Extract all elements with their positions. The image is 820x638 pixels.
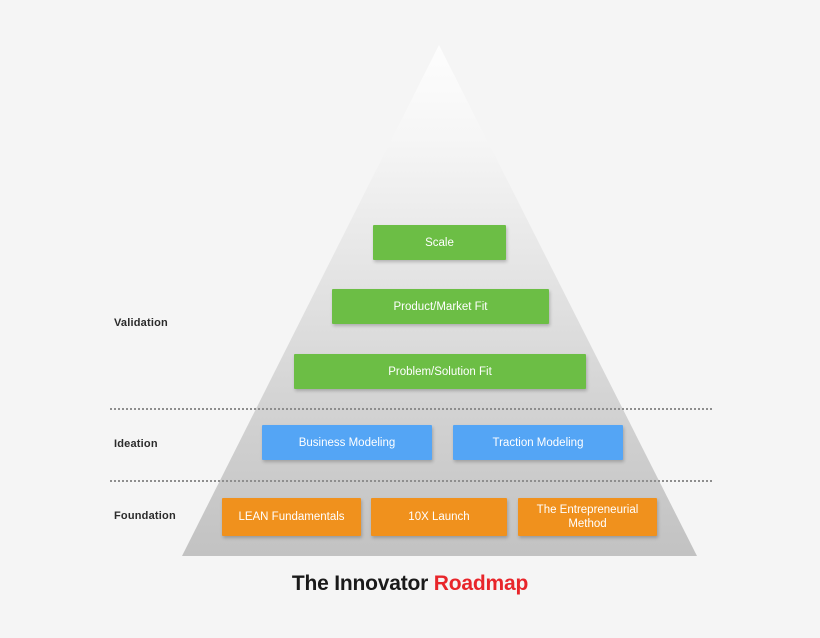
step-box-problem-solution-fit[interactable]: Problem/Solution Fit (294, 354, 586, 389)
diagram-title-accent: Roadmap (433, 572, 529, 595)
diagram-title-main: The Innovator (291, 572, 434, 595)
tier-divider-validation-ideation (110, 408, 712, 410)
tier-label-validation: Validation (114, 317, 168, 329)
tier-label-foundation: Foundation (114, 510, 176, 522)
tier-label-ideation: Ideation (114, 438, 158, 450)
step-box-lean-fundamentals[interactable]: LEAN Fundamentals (222, 498, 361, 536)
step-box-10x-launch[interactable]: 10X Launch (371, 498, 507, 536)
step-box-entrepreneurial-method[interactable]: The Entrepreneurial Method (518, 498, 657, 536)
diagram-title: The Innovator Roadmap (0, 572, 820, 596)
step-box-scale[interactable]: Scale (373, 225, 506, 260)
tier-divider-ideation-foundation (110, 480, 712, 482)
step-box-business-modeling[interactable]: Business Modeling (262, 425, 432, 460)
step-box-product-market-fit[interactable]: Product/Market Fit (332, 289, 549, 324)
step-box-traction-modeling[interactable]: Traction Modeling (453, 425, 623, 460)
